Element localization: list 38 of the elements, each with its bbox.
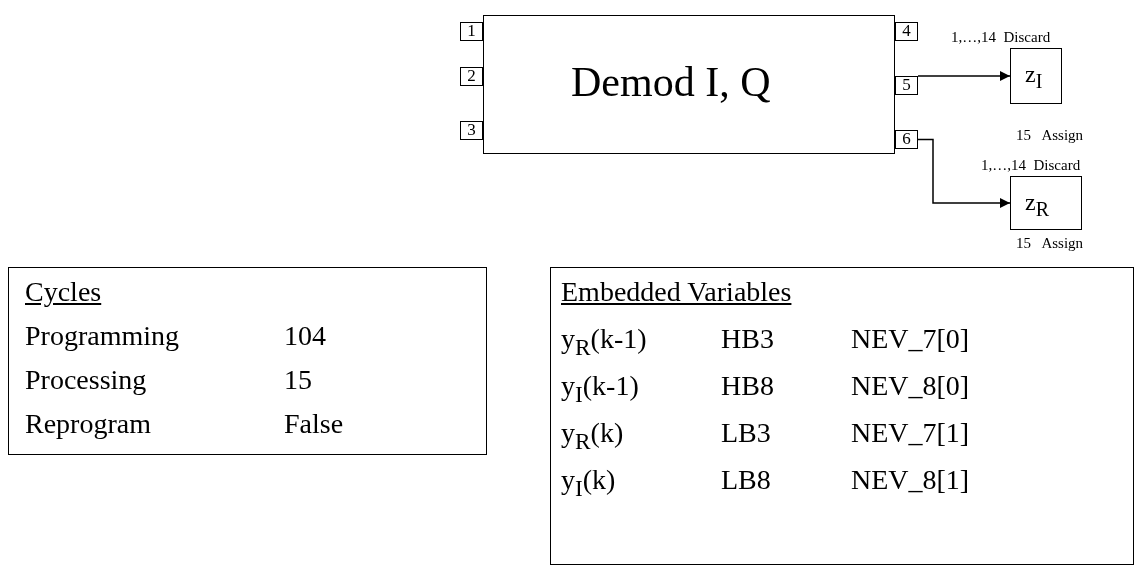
table-panel — [8, 267, 487, 455]
table-cell: y$_{R}$(k) — [561, 417, 624, 455]
table-panel — [550, 267, 1134, 565]
variable-name: z$_{I}$ — [1025, 61, 1043, 93]
port-box: 6 — [895, 130, 918, 149]
table-cell: Programming — [25, 320, 179, 352]
port-box: 4 — [895, 22, 918, 41]
table-cell: NEV_8[1] — [851, 464, 970, 496]
table-cell: y$_{R}$(k-1) — [561, 323, 647, 361]
table-cell: HB8 — [721, 370, 774, 402]
note-text: 15 Assign — [1016, 235, 1084, 252]
table-cell: False — [284, 408, 344, 440]
port-box: 5 — [895, 76, 918, 95]
table-cell: LB8 — [721, 464, 771, 496]
block-title: Demod I, Q — [571, 58, 771, 106]
port-box: 1 — [460, 22, 483, 41]
table-cell: NEV_7[1] — [851, 417, 970, 449]
table-cell: y$_{I}$(k) — [561, 464, 616, 502]
table-cell: Processing — [25, 364, 147, 396]
table-cell: 15 — [284, 364, 312, 396]
port-box: 3 — [460, 121, 483, 140]
table-cell: HB3 — [721, 323, 774, 355]
table-cell: Reprogram — [25, 408, 151, 440]
note-text: 1,…,14 Discard — [951, 29, 1051, 46]
table-cell: LB3 — [721, 417, 771, 449]
block-box — [483, 15, 895, 154]
table-heading: Cycles — [25, 276, 102, 308]
arrow — [917, 138, 1011, 208]
table-cell: y$_{I}$(k-1) — [561, 370, 639, 408]
variable-name: z$_{R}$ — [1025, 189, 1049, 221]
note-text: 1,…,14 Discard — [981, 157, 1081, 174]
table-cell: NEV_7[0] — [851, 323, 970, 355]
arrow — [917, 71, 1011, 81]
table-heading: Embedded Variables — [561, 276, 792, 308]
port-box: 2 — [460, 67, 483, 86]
note-text: 15 Assign — [1016, 127, 1084, 144]
table-cell: 104 — [284, 320, 326, 352]
table-cell: NEV_8[0] — [851, 370, 970, 402]
